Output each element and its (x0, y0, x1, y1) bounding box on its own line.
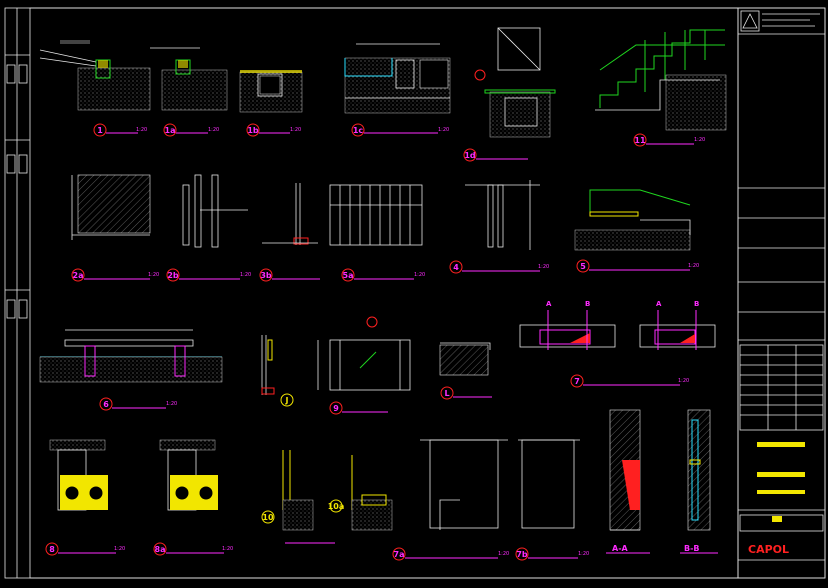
detail-3b-section (259, 183, 320, 282)
section-mark-b2: B (694, 300, 699, 308)
detail-8-pipe-section (45, 439, 116, 556)
detail-number-11: 11 (634, 136, 646, 145)
detail-1c-section (344, 43, 451, 137)
detail-number-5: 5 (580, 262, 586, 271)
detail-number-10: 10 (262, 513, 274, 522)
detail-number-3b: 3b (260, 271, 272, 280)
detail-scale-5a: 1:20 (414, 272, 425, 278)
detail-11-stair-section (595, 29, 727, 147)
detail-6-bench-section (39, 329, 223, 411)
detail-4-column-section (449, 180, 540, 274)
section-a-a (606, 409, 650, 554)
title-block (737, 7, 826, 579)
section-mark-a2: A (656, 300, 662, 308)
detail-9-window-elevation (317, 316, 411, 415)
detail-L-section (439, 342, 492, 400)
detail-scale-11: 1:20 (694, 137, 705, 143)
detail-number-1a: 1a (165, 126, 176, 135)
detail-number-1b: 1b (247, 126, 259, 135)
detail-1a-section (150, 47, 228, 137)
detail-scale-7a: 1:20 (498, 551, 509, 557)
detail-number-8: 8 (49, 545, 55, 554)
detail-number-8a: 8a (155, 545, 166, 554)
detail-5a-fence-elevation (329, 184, 423, 282)
detail-number-2b: 2b (167, 271, 179, 280)
detail-5-canopy-section (574, 189, 691, 273)
detail-bubble-1 (93, 123, 107, 137)
detail-number-L: L (444, 389, 449, 398)
detail-10a-section (329, 455, 393, 531)
detail-number-10a: 10a (328, 502, 345, 511)
detail-number-7: 7 (574, 377, 580, 386)
detail-scale-1b: 1:20 (290, 127, 301, 133)
detail-scale-5: 1:20 (688, 263, 699, 269)
detail-7a-door-elevation (392, 439, 508, 561)
detail-scale-1c: 1:20 (438, 127, 449, 133)
detail-number-7a: 7a (394, 550, 405, 559)
title-yellow-bar-1 (757, 442, 805, 447)
detail-1b-section (239, 70, 303, 137)
detail-J-section (261, 335, 294, 407)
section-title-b-b: B-B (684, 544, 700, 553)
detail-number-J: J (285, 396, 289, 405)
detail-10-section (261, 450, 335, 544)
detail-number-7b: 7b (516, 550, 528, 559)
detail-number-2a: 2a (73, 271, 84, 280)
title-yellow-bar-3 (757, 490, 805, 494)
detail-scale-1: 1:20 (136, 127, 147, 133)
section-mark-a1: A (546, 300, 552, 308)
detail-scale-7: 1:20 (678, 378, 689, 384)
detail-7-ramp-plan (519, 310, 716, 388)
section-title-a-a: A-A (612, 544, 629, 553)
detail-scale-8a: 1:20 (222, 546, 233, 552)
detail-scale-2b: 1:20 (240, 272, 251, 278)
detail-number-1: 1 (97, 126, 103, 135)
title-yellow-bar-2 (757, 472, 805, 477)
detail-scale-8: 1:20 (114, 546, 125, 552)
detail-scale-2a: 1:20 (148, 272, 159, 278)
detail-number-6: 6 (103, 400, 109, 409)
detail-8a-pipe-section (153, 439, 224, 556)
detail-scale-7b: 1:20 (578, 551, 589, 557)
detail-1d-section (463, 27, 556, 162)
section-mark-b1: B (585, 300, 590, 308)
section-b-b (680, 409, 718, 554)
detail-number-5a: 5a (343, 271, 354, 280)
detail-number-4: 4 (453, 263, 459, 272)
detail-scale-6: 1:20 (166, 401, 177, 407)
detail-1-section (39, 40, 151, 137)
left-binding-strip (5, 54, 30, 319)
detail-scale-4: 1:20 (538, 264, 549, 270)
detail-number-1c: 1c (353, 126, 364, 135)
detail-2b-section (166, 174, 248, 282)
detail-number-9: 9 (333, 404, 339, 413)
detail-7b-door-elevation (515, 439, 580, 561)
detail-2a-section (71, 174, 151, 282)
company-logo: CAPOL (748, 543, 789, 556)
detail-number-1d: 1d (464, 151, 476, 160)
detail-scale-1a: 1:20 (208, 127, 219, 133)
